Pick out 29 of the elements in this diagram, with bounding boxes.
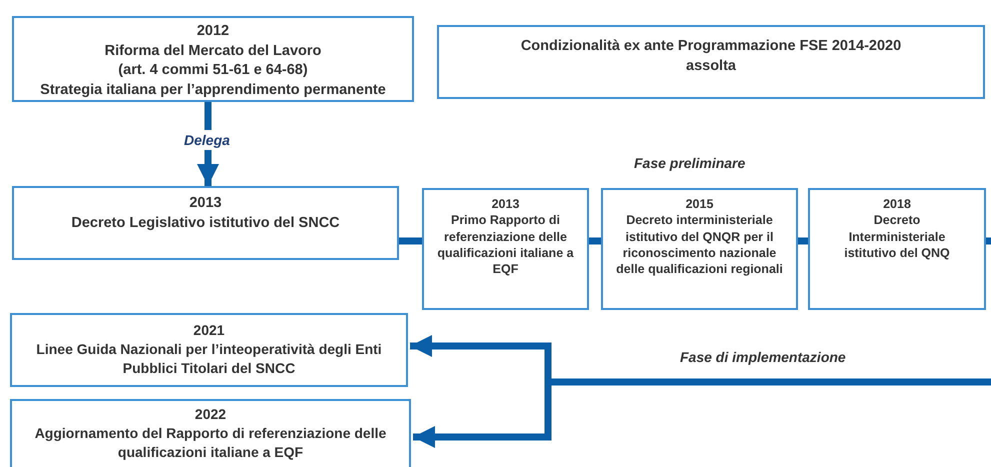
- process-box: [437, 25, 985, 99]
- process-box: [12, 186, 399, 260]
- connector-line: [589, 238, 601, 244]
- box-text: Condizionalità ex ante Programmazione FSE 2014-2020 assolta: [520, 37, 902, 76]
- box-text: Decreto Interministeriale istitutivo del QNQ: [843, 212, 951, 261]
- connector-line: [798, 238, 808, 244]
- box-text: 2015: [686, 196, 714, 212]
- box-text: 2022: [194, 405, 226, 424]
- process-box: [10, 313, 408, 387]
- box-text: Decreto Legislativo istitutivo del SNCC: [71, 214, 340, 233]
- box-text: (art. 4 commi 51-61 e 64-68): [118, 61, 308, 80]
- box-text: Primo Rapporto di referenziazione delle qualificazioni italiane a EQF: [436, 212, 575, 278]
- process-box: [808, 188, 986, 310]
- process-box: [10, 399, 411, 467]
- box-text: Linee Guida Nazionali per l’inteoperatività degli Enti Pubblici Titolari del SNCC: [35, 340, 383, 378]
- process-box: [422, 188, 589, 310]
- box-text: Aggiornamento del Rapporto di referenziazione delle qualificazioni italiane a EQF: [34, 424, 388, 462]
- box-text: Riforma del Mercato del Lavoro: [104, 42, 322, 61]
- process-box: [12, 16, 414, 102]
- box-text: 2013: [492, 196, 520, 212]
- box-text: 2012: [196, 22, 230, 41]
- box-text: 2021: [193, 321, 225, 340]
- connector-line: [399, 238, 422, 244]
- process-box: [601, 188, 798, 310]
- connector-line: [986, 238, 991, 244]
- box-text: 2013: [189, 194, 222, 213]
- box-text: Strategia italiana per l’apprendimento permanente: [40, 80, 386, 100]
- box-text: Decreto interministeriale istitutivo del QNQR per il riconoscimento nazionale delle qualificazioni regionali: [615, 212, 784, 278]
- box-text: 2018: [883, 196, 911, 212]
